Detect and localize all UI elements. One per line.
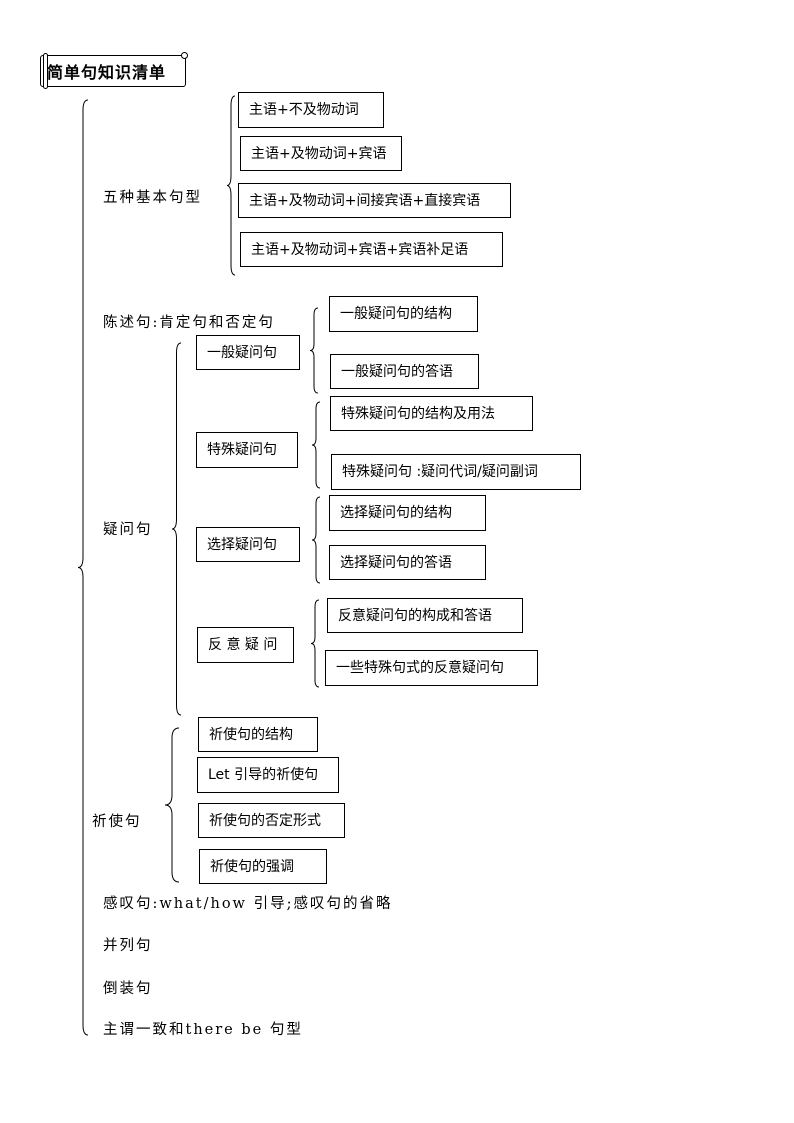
sub-brace <box>310 599 320 688</box>
pattern-box: 主语+不及物动词 <box>238 92 384 128</box>
five-patterns-label: 五种基本句型 <box>103 190 202 206</box>
detail-box: 特殊疑问句 :疑问代词/疑问副词 <box>331 454 581 490</box>
main-brace <box>77 99 89 1036</box>
imperative-box: 祈使句的否定形式 <box>198 803 345 838</box>
question-type-box: 选择疑问句 <box>196 527 300 562</box>
interrogative-brace <box>171 342 182 716</box>
imperative-brace <box>164 727 180 883</box>
page-title: 简单句知识清单 <box>47 63 167 82</box>
detail-box: 一些特殊句式的反意疑问句 <box>325 650 538 686</box>
imperative-label: 祈使句 <box>92 814 142 830</box>
detail-box: 特殊疑问句的结构及用法 <box>330 396 533 431</box>
detail-box: 选择疑问句的结构 <box>329 495 486 531</box>
detail-box: 反意疑问句的构成和答语 <box>327 598 523 633</box>
imperative-box: Let 引导的祈使句 <box>197 757 339 793</box>
page-title-scroll: 简单句知识清单 <box>40 52 188 89</box>
sub-brace <box>311 496 321 584</box>
inversion-label: 倒装句 <box>103 981 153 997</box>
imperative-box: 祈使句的结构 <box>198 717 318 752</box>
detail-box: 一般疑问句的答语 <box>330 354 479 389</box>
question-type-box: 一般疑问句 <box>196 335 300 370</box>
agreement-label: 主谓一致和there be 句型 <box>103 1022 303 1038</box>
declarative-label: 陈述句:肯定句和否定句 <box>103 315 275 331</box>
interrogative-label: 疑问句 <box>103 522 153 538</box>
detail-box: 选择疑问句的答语 <box>329 545 486 580</box>
sub-brace <box>311 401 321 489</box>
exclamatory-label: 感叹句:what/how 引导;感叹句的省略 <box>103 896 393 912</box>
question-type-box: 特殊疑问句 <box>196 432 298 468</box>
compound-label: 并列句 <box>103 938 153 954</box>
detail-box: 一般疑问句的结构 <box>329 296 478 332</box>
imperative-box: 祈使句的强调 <box>199 849 327 884</box>
pattern-box: 主语+及物动词+宾语 <box>240 136 402 171</box>
question-type-box: 反 意 疑 问 <box>197 627 294 663</box>
five-patterns-brace <box>226 95 236 276</box>
sub-brace <box>309 307 319 394</box>
pattern-box: 主语+及物动词+间接宾语+直接宾语 <box>238 183 511 218</box>
pattern-box: 主语+及物动词+宾语+宾语补足语 <box>240 232 503 267</box>
